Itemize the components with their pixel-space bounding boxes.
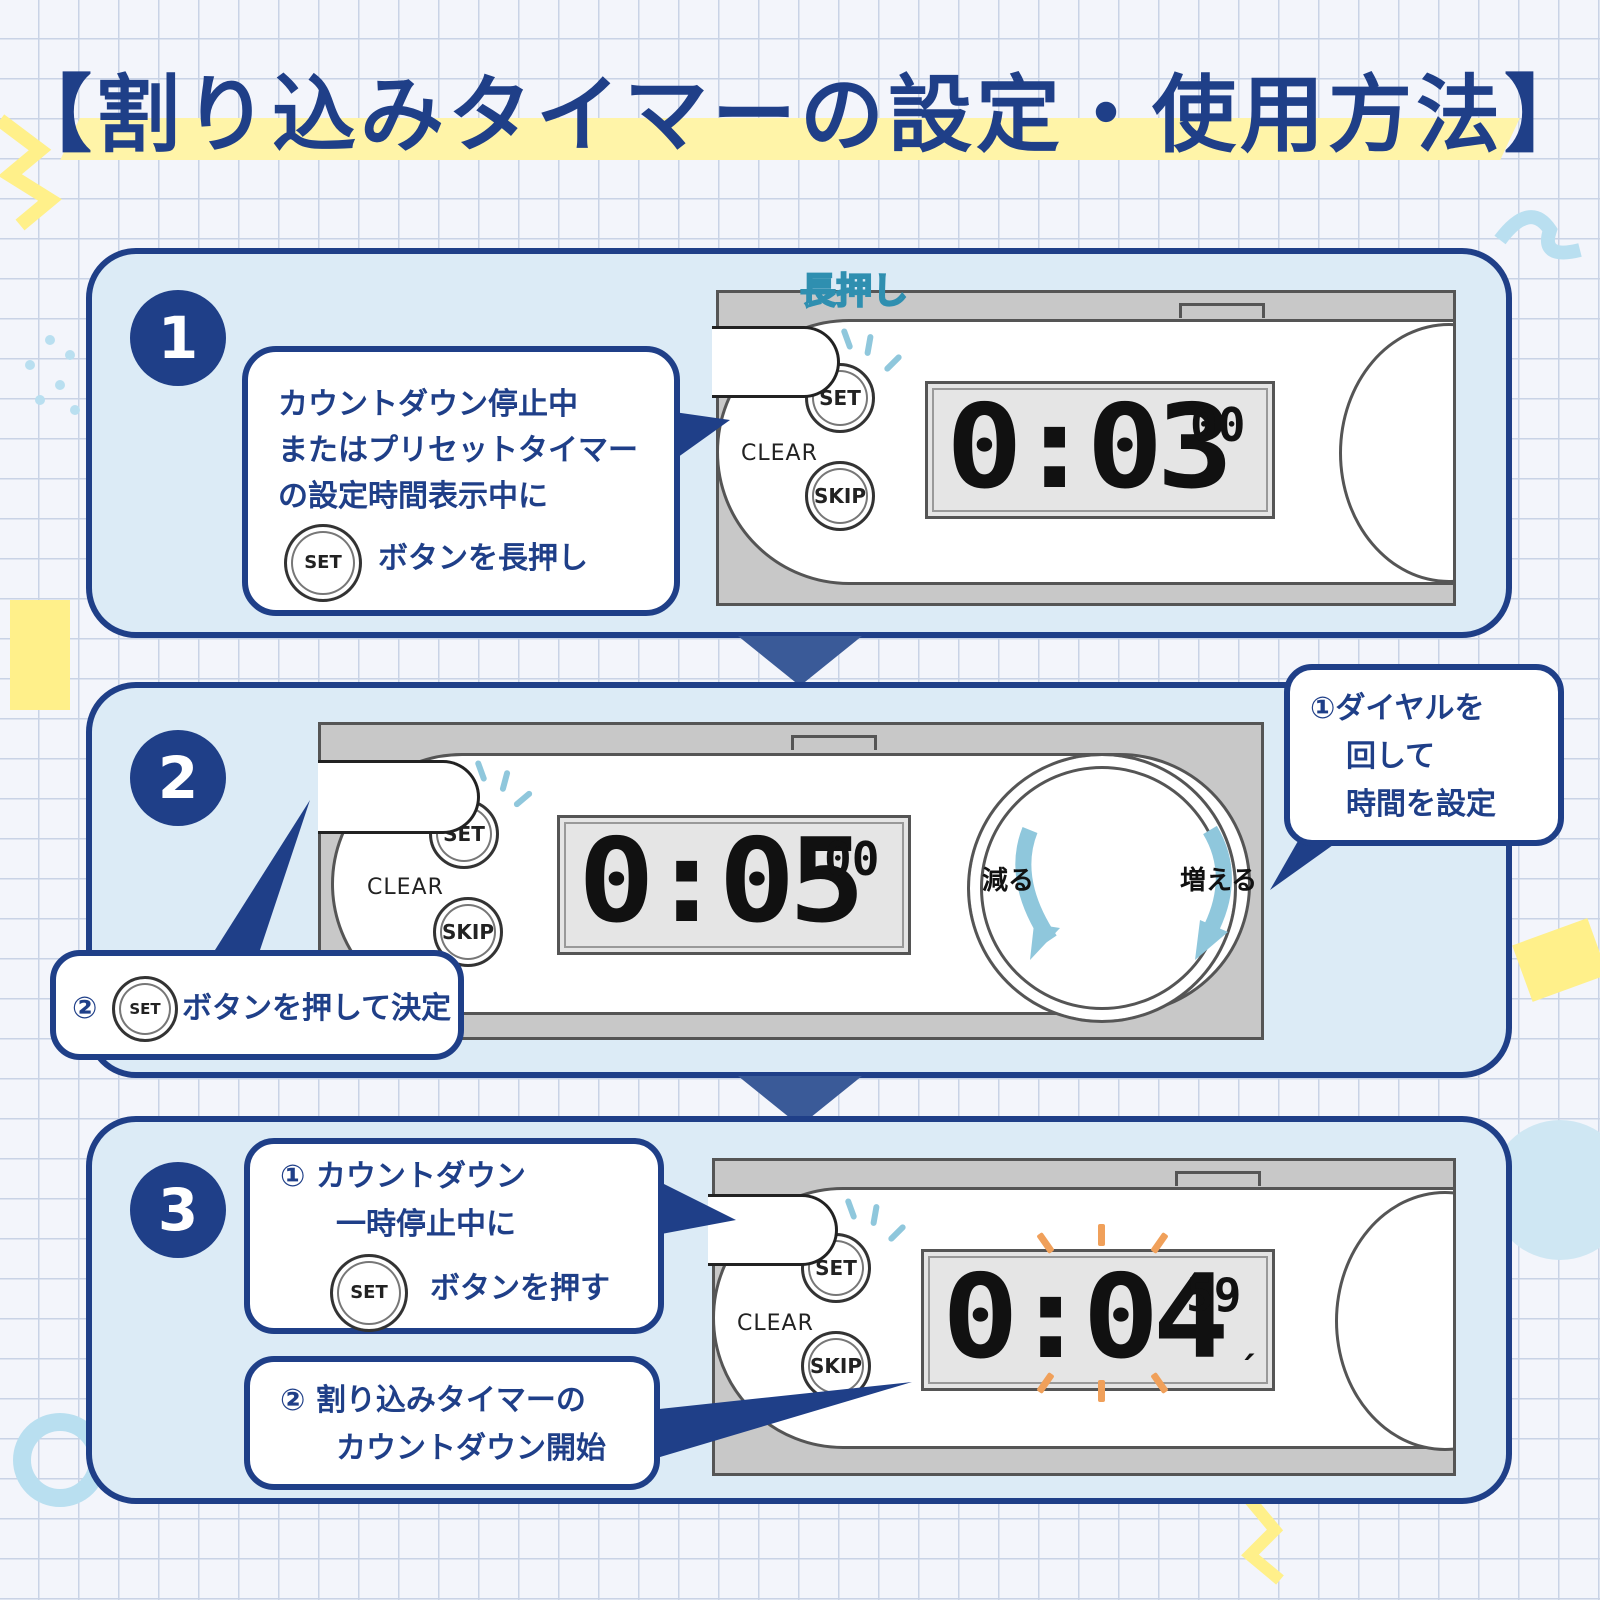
display-main-time: 0:05 bbox=[578, 814, 866, 949]
confirm-text: ボタンを押して決定 bbox=[182, 991, 452, 1026]
blink-mark bbox=[1098, 1380, 1105, 1402]
dial-text-line: ①ダイヤルを bbox=[1310, 691, 1485, 726]
step3-number: 3 bbox=[130, 1162, 226, 1258]
page-title: 【割り込みタイマーの設定・使用方法】 bbox=[7, 66, 1592, 164]
long-press-label: 長押し bbox=[799, 270, 909, 313]
finger-icon bbox=[712, 326, 840, 398]
finger-icon bbox=[318, 760, 480, 834]
lcd-display: 0:04 59 ˏ bbox=[921, 1249, 1275, 1391]
step3-text-line: ① カウントダウン bbox=[280, 1159, 526, 1194]
arrow-down-icon bbox=[738, 636, 862, 686]
clear-label: CLEAR bbox=[741, 441, 818, 466]
increase-label: 増える bbox=[1180, 866, 1258, 896]
confirm-bubble-pointer bbox=[215, 800, 310, 950]
step3-text-line: 一時停止中に bbox=[336, 1207, 516, 1242]
step3-instruction-bubble-2: ② 割り込みタイマーの カウントダウン開始 bbox=[244, 1356, 660, 1490]
clear-label: CLEAR bbox=[737, 1311, 814, 1336]
step1-text-line: ボタンを長押し bbox=[378, 541, 588, 576]
step2-timer-device: 0:05 00 SET CLEAR SKIP bbox=[318, 722, 1264, 1040]
dial-text-line: 回して bbox=[1346, 739, 1436, 774]
lcd-display: 0:05 00 bbox=[557, 814, 911, 955]
blink-mark bbox=[1098, 1224, 1105, 1246]
step1-timer-device: 0:03 00 SET CLEAR SKIP bbox=[716, 290, 1456, 606]
display-indicator-mark: ˏ bbox=[1238, 1318, 1260, 1359]
set-button-icon: SET bbox=[284, 524, 362, 602]
display-seconds: 59 bbox=[1186, 1268, 1242, 1322]
display-main-time: 0:04 bbox=[942, 1250, 1230, 1385]
step1-text-line: の設定時間表示中に bbox=[278, 479, 548, 514]
step3-text-line: ② 割り込みタイマーの bbox=[280, 1383, 586, 1418]
step1-instruction-bubble: カウントダウン停止中 またはプリセットタイマー の設定時間表示中に SET ボタ… bbox=[242, 346, 680, 616]
display-seconds: 00 bbox=[824, 832, 880, 886]
confirm-prefix: ② bbox=[72, 991, 98, 1026]
set-button-icon: SET bbox=[112, 976, 178, 1042]
finger-icon bbox=[708, 1194, 838, 1266]
dial-instruction-bubble: ①ダイヤルを 回して 時間を設定 bbox=[1284, 664, 1564, 846]
step1-text-line: またはプリセットタイマー bbox=[278, 433, 638, 468]
dial-text-line: 時間を設定 bbox=[1346, 787, 1496, 822]
skip-button[interactable]: SKIP bbox=[805, 461, 875, 531]
step3-text-line: ボタンを押す bbox=[430, 1271, 610, 1306]
step3-instruction-bubble-1: ① カウントダウン 一時停止中に SET ボタンを押す bbox=[244, 1138, 664, 1334]
dial-knob[interactable] bbox=[967, 753, 1237, 1023]
lcd-display: 0:03 00 bbox=[925, 380, 1275, 519]
display-main-time: 0:03 bbox=[946, 380, 1234, 515]
clear-label: CLEAR bbox=[367, 875, 444, 900]
set-button[interactable]: SET bbox=[805, 363, 875, 433]
confirm-instruction-bubble: ② SET ボタンを押して決定 bbox=[50, 950, 464, 1060]
step2-number: 2 bbox=[130, 730, 226, 826]
step3-timer-device: 0:04 59 ˏ SET CLEAR SKIP bbox=[712, 1158, 1456, 1476]
step1-number: 1 bbox=[130, 290, 226, 386]
decrease-label: 減る bbox=[982, 866, 1035, 896]
step3-text-line: カウントダウン開始 bbox=[336, 1431, 606, 1466]
set-button-icon: SET bbox=[330, 1254, 408, 1332]
step3-bubble1-pointer bbox=[656, 1180, 736, 1235]
display-seconds: 00 bbox=[1190, 398, 1246, 452]
step1-text-line: カウントダウン停止中 bbox=[278, 387, 578, 422]
dial-rotation-arrows bbox=[1015, 825, 1232, 960]
step3-bubble2-pointer bbox=[650, 1382, 912, 1460]
